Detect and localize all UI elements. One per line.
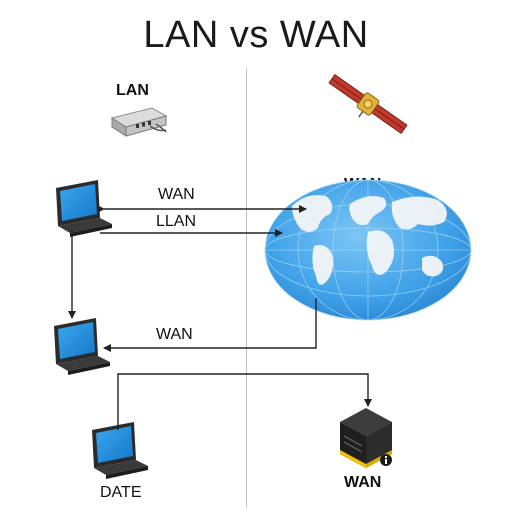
router-icon bbox=[110, 107, 168, 137]
globe-icon bbox=[264, 179, 472, 321]
connection-label-lower: WAN bbox=[156, 326, 193, 343]
laptop-icon bbox=[92, 422, 148, 479]
device-label-date: DATE bbox=[100, 484, 142, 501]
device-label-wan-server: WAN bbox=[344, 474, 382, 491]
laptop-icon bbox=[56, 180, 112, 237]
connection-label-top: WAN bbox=[158, 186, 195, 203]
lan-header: LAN bbox=[116, 82, 149, 99]
page-title: LAN vs WAN bbox=[143, 14, 369, 56]
connector-date-to-server bbox=[117, 373, 372, 430]
connector-globe-to-laptop bbox=[103, 298, 317, 352]
server-icon bbox=[340, 408, 392, 468]
satellite-icon bbox=[328, 73, 408, 135]
connection-lines bbox=[68, 205, 372, 430]
laptop-icon bbox=[54, 318, 110, 375]
connection-label-middle: LLAN bbox=[156, 213, 197, 230]
section-divider bbox=[246, 68, 247, 508]
